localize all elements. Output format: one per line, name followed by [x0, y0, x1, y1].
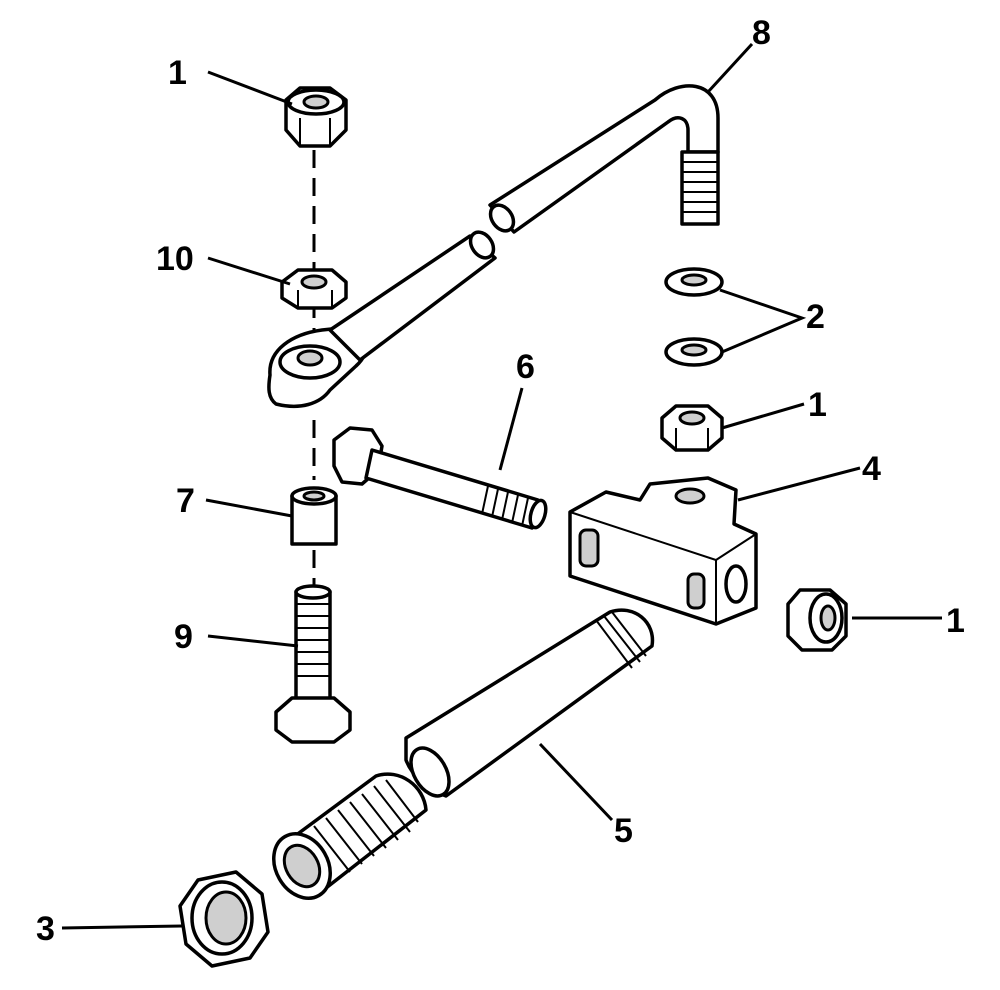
callout-5: 5 — [614, 812, 633, 850]
leader-2 — [719, 288, 807, 354]
jam-nut — [280, 268, 348, 310]
callout-3: 3 — [36, 910, 55, 948]
leader-10 — [207, 256, 291, 286]
leader-6 — [498, 387, 524, 471]
callout-8: 8 — [752, 14, 771, 52]
large-nut — [178, 870, 270, 968]
callout-1-top: 1 — [168, 54, 187, 92]
washer-upper — [664, 267, 724, 297]
leader-9 — [207, 634, 299, 648]
lock-nut-top — [284, 86, 348, 148]
callout-10: 10 — [156, 240, 194, 278]
leader-7 — [205, 498, 293, 518]
tie-bar — [267, 84, 720, 409]
leader-4 — [737, 466, 861, 502]
tube — [272, 608, 655, 900]
washer-lower — [664, 337, 724, 367]
mounting-block — [568, 476, 758, 626]
leader-1-mid — [721, 402, 805, 430]
lock-nut-right-upper — [660, 404, 724, 452]
leader-3 — [61, 924, 183, 930]
callout-7: 7 — [176, 482, 195, 520]
leader-5 — [538, 742, 614, 822]
screw — [274, 584, 352, 744]
callout-9: 9 — [174, 618, 193, 656]
lock-nut-right-lower — [786, 588, 848, 652]
bolt — [332, 426, 548, 530]
spacer — [290, 486, 338, 546]
leader-8 — [706, 42, 754, 94]
callout-6: 6 — [516, 348, 535, 386]
callout-4: 4 — [862, 450, 881, 488]
callout-1-middle: 1 — [808, 386, 827, 424]
leader-1-top — [207, 70, 293, 106]
callout-2: 2 — [806, 298, 825, 336]
callout-1-right: 1 — [946, 602, 965, 640]
